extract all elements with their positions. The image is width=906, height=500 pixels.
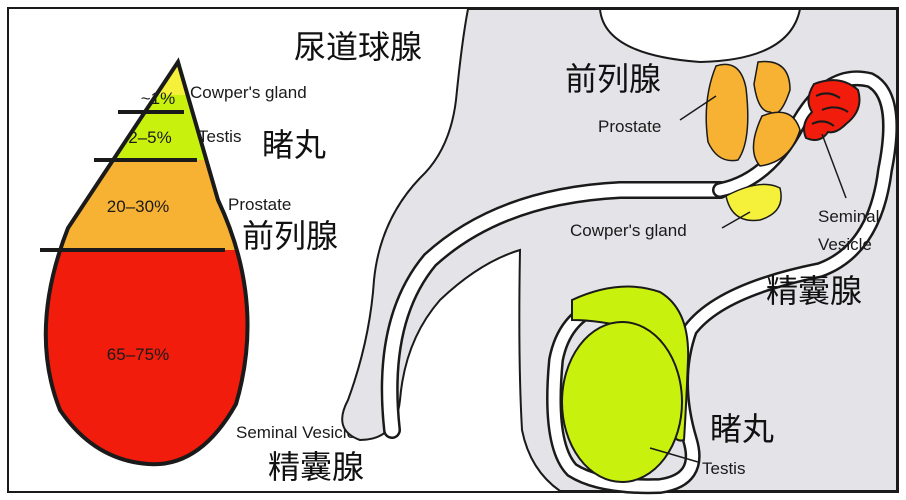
anatomy-label-testis-en: Testis	[702, 459, 745, 478]
drop-outline	[43, 57, 250, 467]
percent-seminal: 65–75%	[107, 345, 169, 364]
testis	[561, 321, 683, 483]
drop-segment-seminal	[45, 250, 248, 465]
cowpers-gland	[725, 183, 782, 222]
percent-cowper: ~1%	[141, 89, 176, 108]
anatomy-label-seminal-en-2: Vesicle	[818, 235, 872, 254]
leader-line-testis	[649, 447, 699, 463]
leader-line-prostate	[679, 95, 717, 121]
drop-label-cowper-en: Cowper's gland	[190, 83, 307, 102]
urethra	[383, 183, 727, 437]
anatomy-label-seminal-zh: 精囊腺	[766, 272, 862, 310]
drop-label-testis-en: Testis	[198, 127, 241, 146]
percent-testis: 2–5%	[128, 128, 171, 147]
anatomy-label-prostate-zh: 前列腺	[565, 60, 661, 98]
drop-label-seminal-zh: 精囊腺	[268, 448, 364, 486]
drop-label-testis-zh: 睹丸	[262, 126, 326, 164]
anatomy-illustration	[341, 8, 898, 495]
seminal-vesicle-folds	[811, 92, 849, 127]
vas-deferens	[548, 72, 896, 492]
drop-label-prostate-zh: 前列腺	[242, 217, 338, 255]
drop-label-seminal-en: Seminal Vesicle	[236, 423, 356, 442]
anatomy-label-cowper-en: Cowper's gland	[570, 221, 687, 240]
anatomy-label-prostate-en: Prostate	[598, 117, 661, 136]
anatomy-label-bulbourethral-zh: 尿道球腺	[294, 28, 422, 66]
drop-label-prostate-en: Prostate	[228, 195, 291, 214]
leader-line-cowper	[721, 211, 751, 229]
prostate-lobe-lower-right	[752, 111, 801, 167]
prostate-lobe-left	[705, 63, 749, 162]
anatomy-label-seminal-en-1: Seminal	[818, 207, 879, 226]
bladder	[598, 8, 802, 64]
leader-line-seminal	[821, 133, 847, 199]
anatomy-label-testis-zh: 睹丸	[710, 410, 774, 448]
percent-prostate: 20–30%	[107, 197, 169, 216]
